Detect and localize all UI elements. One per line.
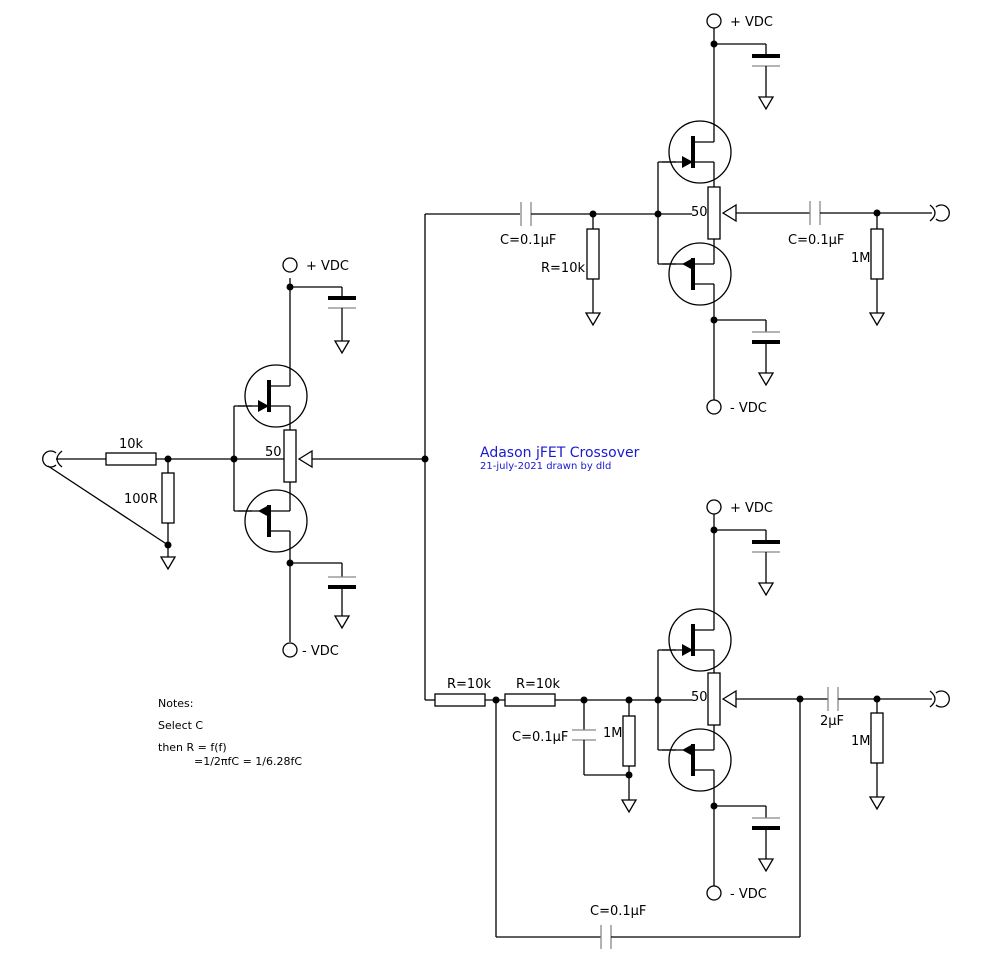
label-cap-out-hp: C=0.1µF: [788, 233, 844, 248]
jfet-p-lower: [660, 241, 733, 307]
pot-50-lowpass: [707, 672, 721, 726]
label-r2-lp: R=10k: [516, 677, 560, 692]
label-rbias-lp: 1M: [603, 726, 623, 741]
vdc-pos-terminal-icon: [282, 257, 298, 273]
vdc-pos-terminal-icon: [706, 13, 722, 29]
vdc-pos-terminal-icon: [706, 499, 722, 515]
output-jack-icon: [929, 690, 950, 708]
notes-line-1: Select C: [158, 719, 203, 732]
vdc-neg-terminal-icon: [706, 885, 722, 901]
jfet-n-upper: [236, 363, 309, 429]
notes-heading: Notes:: [158, 697, 193, 710]
jfet-n-upper: [660, 607, 733, 673]
ground-icon: [758, 582, 774, 596]
vdc-neg-terminal-icon: [282, 642, 298, 658]
r-1m-lowpass-out: [870, 712, 884, 764]
pot-50-highpass: [707, 186, 721, 240]
label-r-out-lp: 1M: [851, 734, 871, 749]
ground-icon: [758, 858, 774, 872]
ground-icon: [869, 796, 885, 810]
jfet-p-lower: [236, 488, 309, 554]
label-r1-lp: R=10k: [447, 677, 491, 692]
label-cap1-lp: C=0.1µF: [512, 730, 568, 745]
label-r-series: 10k: [119, 437, 144, 452]
r-10k-highpass: [586, 228, 600, 280]
label-vdc-neg-lp: - VDC: [730, 887, 767, 902]
high-pass-stage: [425, 13, 950, 415]
r-1m-highpass: [870, 228, 884, 280]
label-cap-out-lp: 2µF: [820, 714, 844, 729]
label-vdc-neg-hp: - VDC: [730, 401, 767, 416]
vdc-neg-terminal-icon: [706, 399, 722, 415]
ground-icon: [585, 312, 601, 326]
r-shunt-100r: [161, 472, 175, 524]
label-res-hp: R=10k: [541, 261, 585, 276]
label-r-out-hp: 1M: [851, 251, 871, 266]
ground-icon: [334, 340, 350, 354]
label-pot-lp: 50: [691, 690, 708, 705]
r-series-10k: [105, 452, 157, 466]
label-cap1-hp: C=0.1µF: [500, 233, 556, 248]
ground-icon: [869, 312, 885, 326]
r2-10k-lowpass: [504, 693, 556, 707]
label-pot-input: 50: [265, 445, 282, 460]
jfet-n-upper: [660, 119, 733, 185]
output-jack-icon: [929, 204, 950, 222]
label-vdc-pos-input: + VDC: [306, 259, 349, 274]
ground-icon: [758, 372, 774, 386]
ground-icon: [758, 96, 774, 110]
jfet-p-lower: [660, 727, 733, 793]
r-1m-bias: [622, 715, 636, 767]
r1-10k-lowpass: [434, 693, 486, 707]
label-r-shunt: 100R: [124, 492, 158, 507]
ground-icon: [621, 799, 637, 813]
notes-line-2: then R = f(f): [158, 741, 227, 754]
label-pot-hp: 50: [691, 205, 708, 220]
diagram-title: Adason jFET Crossover: [480, 445, 640, 461]
pot-50-input: [283, 429, 297, 483]
label-cap-fb-lp: C=0.1µF: [590, 904, 646, 919]
label-vdc-pos-lp: + VDC: [730, 501, 773, 516]
label-vdc-pos-hp: + VDC: [730, 15, 773, 30]
notes-line-3: =1/2πfC = 1/6.28fC: [194, 755, 302, 768]
low-pass-stage: [425, 499, 950, 949]
label-vdc-neg-input: - VDC: [302, 644, 339, 659]
diagram-subtitle: 21-july-2021 drawn by dld: [480, 461, 611, 472]
input-stage: [42, 214, 429, 700]
ground-icon: [160, 556, 176, 570]
ground-icon: [334, 615, 350, 629]
